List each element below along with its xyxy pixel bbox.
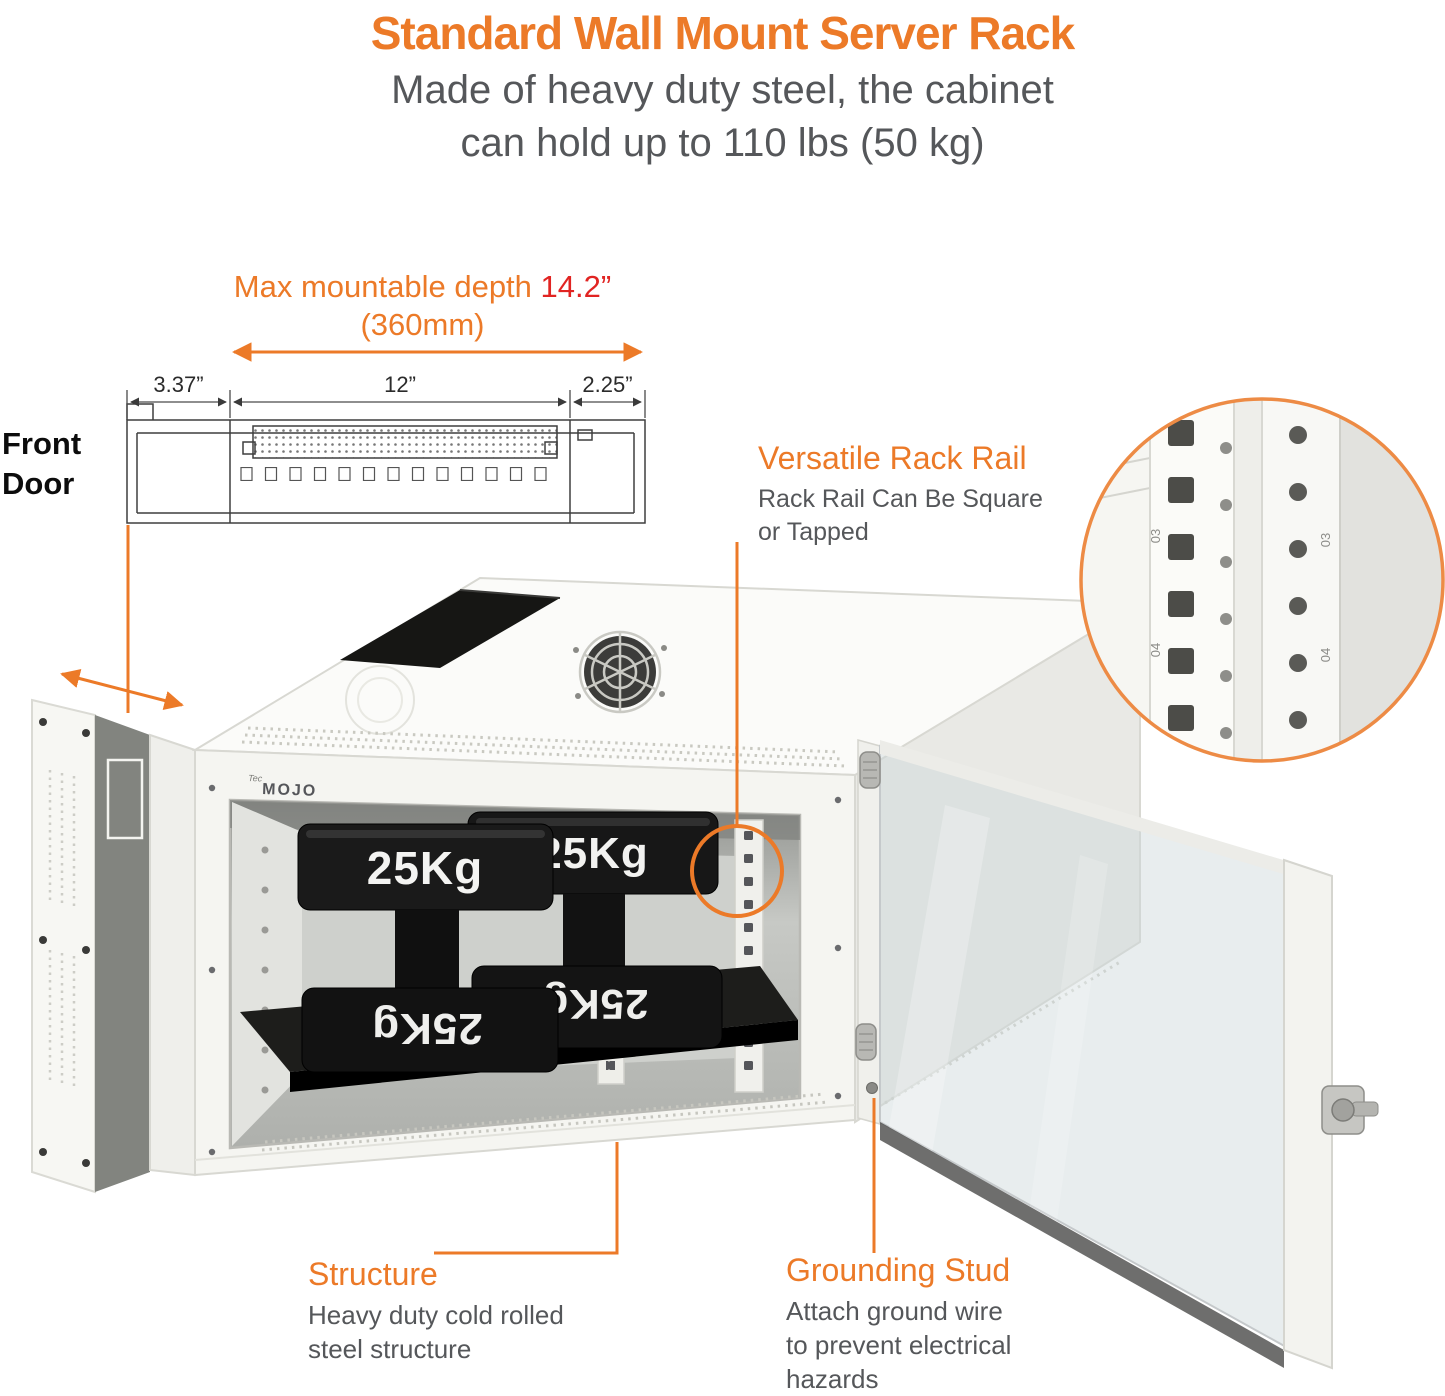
callout-grounding-desc3: hazards [786, 1363, 879, 1394]
callout-grounding: Grounding Stud Attach ground wire to pre… [786, 1252, 1096, 1396]
callout-structure-desc2: steel structure [308, 1333, 472, 1364]
callout-structure: Structure Heavy duty cold rolled steel s… [308, 1256, 638, 1367]
weight-label-inverted: 25Kg [371, 1004, 483, 1053]
glass-streak [885, 805, 990, 1165]
page-subtitle-line2: can hold up to 110 lbs (50 kg) [460, 120, 985, 165]
door-top-frame [880, 740, 1290, 876]
callout-rack-rail: Versatile Rack Rail Rack Rail Can Be Squ… [758, 440, 1068, 548]
front-door-line2: Door [2, 466, 75, 502]
callout-grounding-desc1: Attach ground wire [786, 1296, 1003, 1326]
vent-mesh [252, 425, 558, 459]
callout-rack-rail-title: Versatile Rack Rail [758, 440, 1027, 476]
depth-label: Max mountable depth 14.2” (360mm) [195, 268, 650, 344]
dim-door-label: 3.37” [153, 372, 204, 397]
top-view-drawing [126, 403, 646, 524]
depth-metric: (360mm) [360, 306, 485, 342]
door-stile [1283, 858, 1333, 1370]
door-hinge-top [859, 751, 881, 789]
front-door-label: Front Door [2, 424, 81, 505]
front-face: Tec MOJO [194, 748, 856, 1177]
page-subtitle-line1: Made of heavy duty steel, the cabinet [391, 68, 1054, 112]
top-face [191, 576, 1144, 777]
cable-cover [340, 590, 560, 668]
page-subtitle: Made of heavy duty steel, the cabinet ca… [0, 64, 1445, 170]
weight-front: 25Kg 25Kg [297, 823, 559, 1073]
page-title: Standard Wall Mount Server Rack [370, 7, 1075, 59]
rail-mark: 03 [1148, 529, 1163, 543]
front-door-line1: Front [2, 426, 82, 461]
side-gap-plate [106, 758, 144, 840]
depth-label-prefix: Max mountable depth [233, 269, 541, 304]
brand-logo: MOJO [262, 781, 318, 800]
door-hinge-bottom [855, 1023, 877, 1061]
callout-structure-desc1: Heavy duty cold rolled [308, 1300, 564, 1330]
rack-rail-inset: 03 04 03 04 [1079, 397, 1445, 763]
door-bottom-frame [880, 1122, 1284, 1368]
side-panel [31, 698, 96, 1194]
callout-grounding-desc2: to prevent electrical [786, 1329, 1012, 1360]
door-hinge-strip [857, 739, 881, 1125]
depth-direction-arrow [60, 668, 184, 711]
callout-structure-title: Structure [308, 1256, 438, 1292]
dim-front-label: 2.25” [582, 372, 633, 397]
callout-grounding-title: Grounding Stud [786, 1252, 1011, 1288]
weight-label: 25Kg [537, 829, 649, 878]
rail-mark: 04 [1148, 643, 1163, 657]
structure-leader [434, 1142, 619, 1255]
dim-rail-label: 12” [384, 372, 416, 397]
rail-mark: 04 [1318, 648, 1333, 662]
cabinet-illustration: Tec MOJO [31, 576, 1379, 1370]
callout-rack-rail-desc1: Rack Rail Can Be Square [758, 485, 1043, 513]
depth-value: 14.2” [540, 269, 612, 304]
fan-grille [573, 630, 667, 714]
door-lock [1321, 1085, 1379, 1135]
grounding-stud [866, 1082, 878, 1094]
glass-door [855, 739, 1379, 1370]
rail-mark: 03 [1318, 533, 1333, 547]
weight-label-inverted: 25Kg [542, 981, 649, 1028]
brand-prefix-label: Tec [248, 773, 263, 784]
rack-rail-right [734, 819, 764, 1093]
left-frame [149, 733, 196, 1177]
weight-label: 25Kg [367, 842, 483, 894]
rack-rail-highlight-circle [690, 824, 784, 918]
glass-streak [1027, 855, 1108, 1235]
dimension-lines [126, 390, 646, 418]
inset-ring [1079, 397, 1445, 763]
callout-rack-rail-desc2: or Tapped [758, 517, 869, 546]
